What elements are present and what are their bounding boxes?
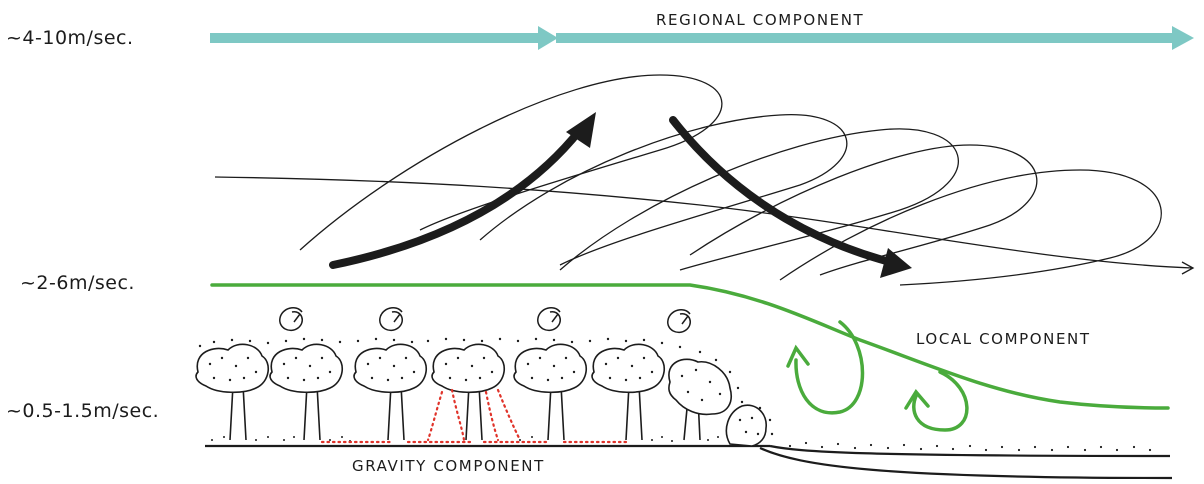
curl-icon [537,307,561,332]
streamline-loop-1 [299,74,723,251]
local-eddy-2-head [904,389,930,410]
forest [195,337,774,447]
canopy-eddies [279,307,691,334]
gravity-drain-2 [450,388,466,442]
tree [431,343,505,441]
sinking-arrowhead [880,248,912,278]
understory-speed-label: ~0.5-1.5m/sec. [6,400,160,422]
regional-speed-label: ~4-10m/sec. [6,27,134,49]
tree [269,343,343,441]
sinking-arrow [669,116,894,266]
regional-arrow [210,26,1194,50]
gravity-component-label: GRAVITY COMPONENT [352,457,545,475]
canopy-stipple [198,337,774,436]
curl-icon [279,307,303,332]
open-ground-stipple [788,441,1152,452]
local-eddy-1-head [786,344,810,368]
bold-flow-arrows [329,112,912,278]
canopy-top-streamline [210,283,1170,410]
canopy-speed-label: ~2-6m/sec. [20,272,135,294]
ground-open-lower [759,446,1173,480]
gravity-flow [320,388,628,444]
gravity-drain-1 [426,390,444,442]
tree [195,343,269,441]
edge-tree [668,358,732,441]
streamline-loop-2 [479,114,848,266]
forest-floor-stipple [211,436,719,442]
tree [513,343,587,441]
regional-component-label: REGIONAL COMPONENT [656,11,865,29]
curl-icon [667,309,691,334]
rising-arrowhead [566,112,596,148]
tree [591,343,665,441]
streamline-loop-5 [779,169,1162,286]
gravity-drain-3 [484,390,500,442]
shrub [725,404,767,447]
local-component-label: LOCAL COMPONENT [916,330,1091,348]
streamline-arrowhead [1181,261,1195,275]
ground-open-upper [769,444,1171,458]
streamline-loop-4 [689,144,1038,276]
curl-icon [379,307,403,332]
streamline-main [214,176,1193,269]
rising-arrow [329,126,584,269]
local-eddy-2 [912,370,969,432]
local-flow [210,283,1170,432]
gravity-drain-4 [496,388,522,442]
upper-streamlines [214,74,1195,286]
tree [353,343,427,441]
ground [205,444,1173,480]
local-eddy-1 [794,320,865,415]
